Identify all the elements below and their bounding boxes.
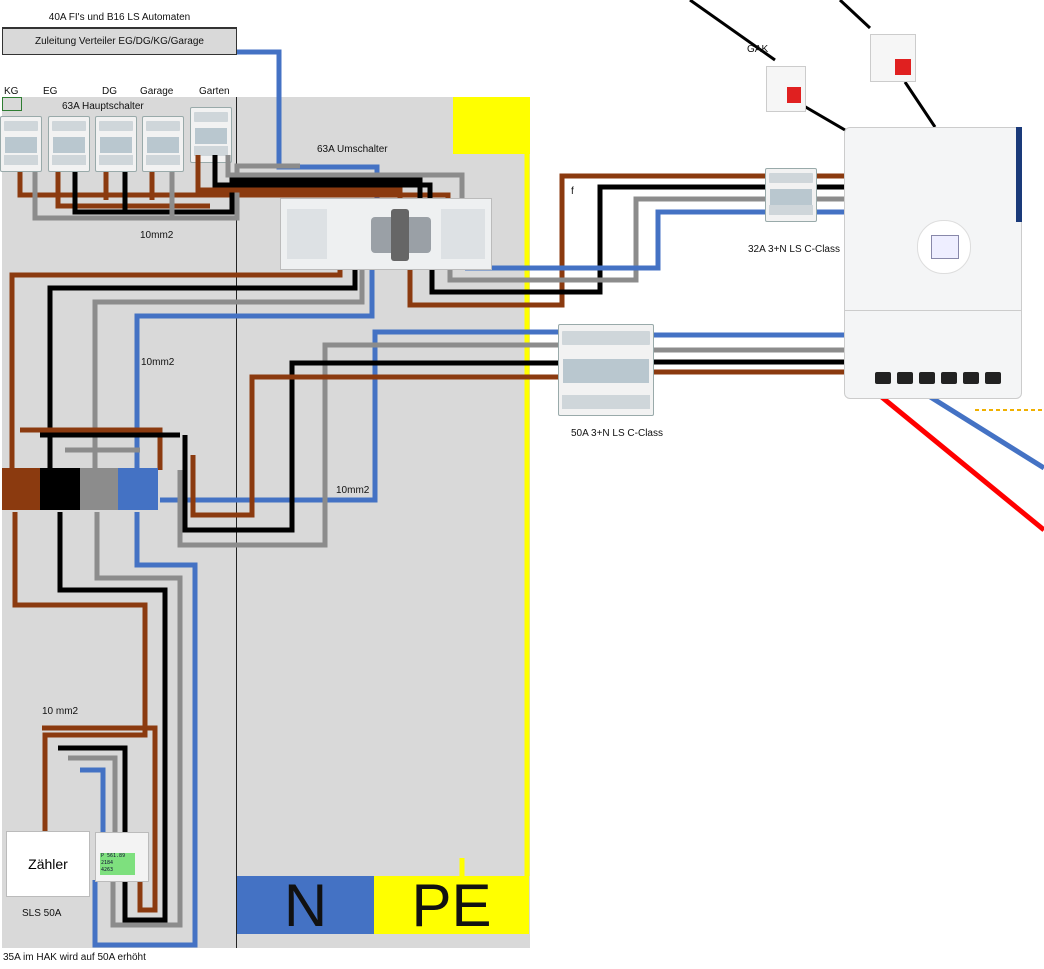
n-busbar-label: N	[283, 871, 328, 939]
meter-grey-cable	[94, 512, 183, 928]
energy-meter: P 561.89 2184 4263	[95, 832, 149, 882]
garten-grey-cable	[225, 155, 465, 198]
zuleitung-header: Zuleitung Verteiler EG/DG/KG/Garage	[2, 28, 237, 55]
meter-display: P 561.89 2184 4263	[100, 853, 135, 875]
f-mark: f	[571, 186, 574, 197]
umschalter-label: 63A Umschalter	[317, 144, 388, 155]
pe-busbar: PE	[374, 872, 529, 939]
gak-breaker-2	[870, 34, 916, 82]
inverter-top-bar	[1016, 127, 1022, 222]
main-breaker-kg	[0, 116, 42, 172]
ext-black-line-1	[689, 0, 776, 62]
meter-inner-grey	[68, 755, 118, 832]
zaehler-box: Zähler	[6, 831, 90, 897]
garten-brown-cable	[195, 155, 403, 198]
cross-section-label-2: 10mm2	[141, 357, 175, 368]
sls-label: SLS 50A	[22, 908, 62, 919]
circuit-label-garten: Garten	[199, 86, 230, 97]
circuit-label-garage: Garage	[140, 86, 174, 97]
main-breaker-garage	[142, 116, 184, 172]
eg-brown-cable	[55, 172, 210, 209]
main-breaker-dg	[95, 116, 137, 172]
umschalter-black-out	[429, 184, 768, 295]
breaker-32a-label: 32A 3+N LS C-Class	[748, 244, 840, 255]
breaker-50a	[558, 324, 654, 416]
gak-label: GAK	[747, 44, 769, 55]
garten-black-cable	[212, 155, 433, 198]
cross-section-label-3: 10mm2	[336, 485, 370, 496]
n-busbar: N	[237, 872, 374, 939]
pe-busbar-label: PE	[411, 871, 492, 939]
cabinet-divider	[236, 97, 237, 948]
bus-grey-to-umschalter	[92, 268, 365, 470]
bus-black-to-umschalter	[47, 268, 358, 470]
umschalter-grey-out	[447, 196, 768, 283]
gak-breaker-1	[766, 66, 806, 112]
bus-block-black	[40, 468, 80, 510]
automaten-label: 40A FI's und B16 LS Automaten	[48, 12, 191, 23]
ext-black-line-4	[903, 81, 937, 128]
zaehler-label: Zähler	[28, 856, 68, 872]
circuit-label-dg: DG	[102, 86, 117, 97]
zuleitung-label: Zuleitung Verteiler EG/DG/KG/Garage	[35, 36, 204, 47]
main-breaker-garten	[190, 107, 232, 163]
meter-inner-black	[58, 745, 128, 832]
meter-blue-cable	[92, 512, 198, 948]
hybrid-inverter	[844, 127, 1022, 399]
bus-black-to-50a	[182, 360, 560, 533]
meter-brown-cable	[12, 512, 148, 832]
inverter-display	[917, 220, 971, 274]
automaten-header: 40A FI's und B16 LS Automaten	[2, 8, 237, 28]
cross-section-label-4: 10 mm2	[42, 706, 79, 717]
bus-block-grey	[80, 468, 118, 510]
breaker-50a-label: 50A 3+N LS C-Class	[571, 428, 663, 439]
meter-black-cable	[57, 512, 168, 923]
circuit-label-kg: KG	[4, 86, 19, 97]
meter-inner-blue	[80, 767, 106, 832]
bus-loop-brown	[20, 427, 163, 470]
umschalter-switch	[280, 198, 492, 270]
bus-block-brown	[2, 468, 40, 510]
meter-inner-brown	[42, 725, 158, 913]
bus-blue-to-umschalter	[134, 268, 375, 470]
meter-line-2: 2184	[101, 860, 114, 866]
main-breaker-eg	[48, 116, 90, 172]
umschalter-blue-out	[465, 209, 768, 271]
kg-grey-cable	[32, 163, 300, 221]
bus-grey-to-50a	[177, 342, 560, 548]
bus-block-blue	[118, 468, 158, 510]
pe-top-block	[453, 97, 530, 154]
bus-brown-to-umschalter	[9, 268, 343, 470]
bus-blue-to-50a	[160, 329, 560, 503]
inverter-terminals	[875, 372, 1015, 386]
breaker-32a	[765, 168, 817, 222]
umschalter-brown-out	[407, 173, 768, 308]
cross-section-label-1: 10mm2	[140, 230, 174, 241]
bus-brown-to-50a	[190, 374, 560, 518]
meter-line-1: P 561.89	[101, 853, 126, 859]
ext-black-line-3	[838, 0, 872, 30]
circuit-label-eg: EG	[43, 86, 58, 97]
battery-red-cable	[876, 392, 1044, 532]
footer-note: 35A im HAK wird auf 50A erhöht	[3, 952, 146, 963]
kg-box-outline	[2, 97, 22, 111]
hauptschalter-label: 63A Hauptschalter	[62, 101, 144, 112]
meter-line-3: 4263	[101, 867, 114, 873]
inverter-divider	[845, 310, 1021, 311]
